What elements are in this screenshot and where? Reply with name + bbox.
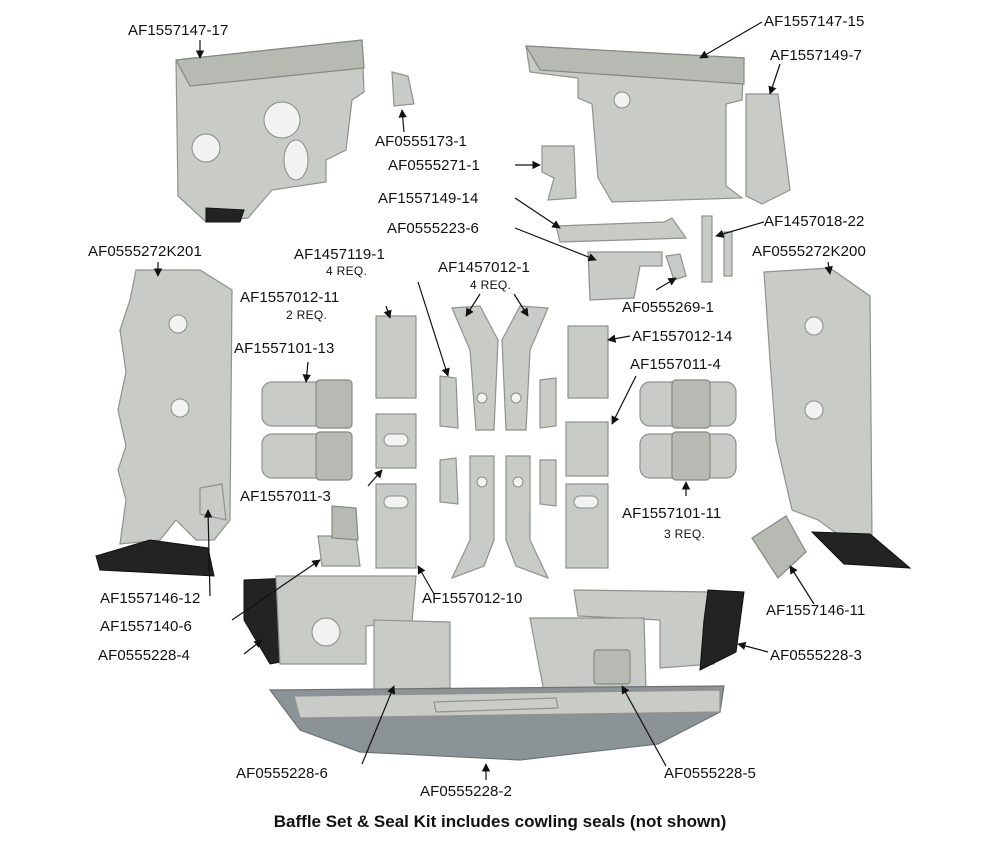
- part-af0555228-4: [243, 575, 417, 665]
- part-af1557149-14: [555, 217, 688, 243]
- label-af1457018-22: AF1457018-22: [764, 213, 865, 230]
- label-af1457012-1: AF1457012-1: [438, 259, 531, 276]
- part-af0555272k201: [95, 269, 233, 577]
- qty-af1457012-1: 4 REQ.: [470, 278, 512, 292]
- part-af1457012-1: [450, 305, 550, 580]
- part-af0555271-1: [541, 145, 577, 201]
- label-af1557012-14: AF1557012-14: [632, 328, 733, 345]
- label-af0555269-1: AF0555269-1: [622, 299, 715, 316]
- part-af1557146-12: [199, 483, 227, 521]
- part-af1557012-14-stack: [565, 325, 609, 569]
- label-af1557011-3: AF1557011-3: [240, 488, 331, 505]
- label-af1557011-4: AF1557011-4: [630, 356, 721, 373]
- part-af1557012-11-stack: [375, 315, 417, 569]
- part-af1557147-15: [524, 45, 745, 203]
- part-af1557147-17: [175, 39, 365, 223]
- label-af1557147-15: AF1557147-15: [764, 13, 865, 30]
- part-af0555228-2: [268, 685, 725, 761]
- qty-af1557101-11: 3 REQ.: [664, 527, 706, 541]
- label-af0555228-4: AF0555228-4: [98, 647, 191, 664]
- part-af1457018-22b: [723, 231, 733, 277]
- part-af1557140-6b: [331, 505, 359, 541]
- part-af0555228-strip: [433, 697, 559, 713]
- label-af1557101-13: AF1557101-13: [234, 340, 335, 357]
- label-af0555272k200: AF0555272K200: [752, 243, 866, 260]
- qty-af1457119-1: 4 REQ.: [326, 264, 368, 278]
- part-af0555228-5: [529, 617, 647, 693]
- label-af0555228-6: AF0555228-6: [236, 765, 329, 782]
- label-af0555228-3: AF0555228-3: [770, 647, 863, 664]
- label-af1557146-11: AF1557146-11: [766, 602, 866, 619]
- part-af1557140-6: [317, 535, 361, 567]
- label-af1457119-1: AF1457119-1: [294, 246, 385, 263]
- label-af0555223-6: AF0555223-6: [387, 220, 480, 237]
- diagram-caption: Baffle Set & Seal Kit includes cowling s…: [273, 812, 727, 831]
- label-af1557147-17: AF1557147-17: [128, 22, 229, 39]
- part-af1457018-22: [701, 215, 713, 283]
- label-af1557101-11: AF1557101-11: [622, 505, 722, 522]
- label-af0555173-1: AF0555173-1: [375, 133, 468, 150]
- label-af0555228-5: AF0555228-5: [664, 765, 757, 782]
- label-af0555271-1: AF0555271-1: [388, 157, 481, 174]
- label-af0555272k201: AF0555272K201: [88, 243, 202, 260]
- part-af0555228-6: [373, 619, 451, 691]
- label-af1557149-14: AF1557149-14: [378, 190, 479, 207]
- part-af1557101-13: [261, 379, 353, 481]
- part-af1457119-1: [439, 375, 557, 507]
- label-af1557149-7: AF1557149-7: [770, 47, 863, 64]
- label-af1557140-6: AF1557140-6: [100, 618, 193, 635]
- label-af0555228-2: AF0555228-2: [420, 783, 513, 800]
- part-af0555173-1: [391, 71, 415, 107]
- part-af0555269-1: [665, 253, 687, 281]
- part-af0555223-6: [587, 251, 663, 301]
- part-af0555228-3: [573, 589, 745, 671]
- label-af1557146-12: AF1557146-12: [100, 590, 201, 607]
- part-af1557146-11: [751, 515, 807, 579]
- label-af1557012-10: AF1557012-10: [422, 590, 523, 607]
- leader-lines: [153, 21, 833, 780]
- qty-af1557012-11: 2 REQ.: [286, 308, 328, 322]
- part-af0555272k200: [763, 267, 912, 569]
- label-af1557012-11: AF1557012-11: [240, 289, 340, 306]
- part-af1557149-7: [745, 93, 791, 205]
- part-af1557101-11: [639, 379, 737, 481]
